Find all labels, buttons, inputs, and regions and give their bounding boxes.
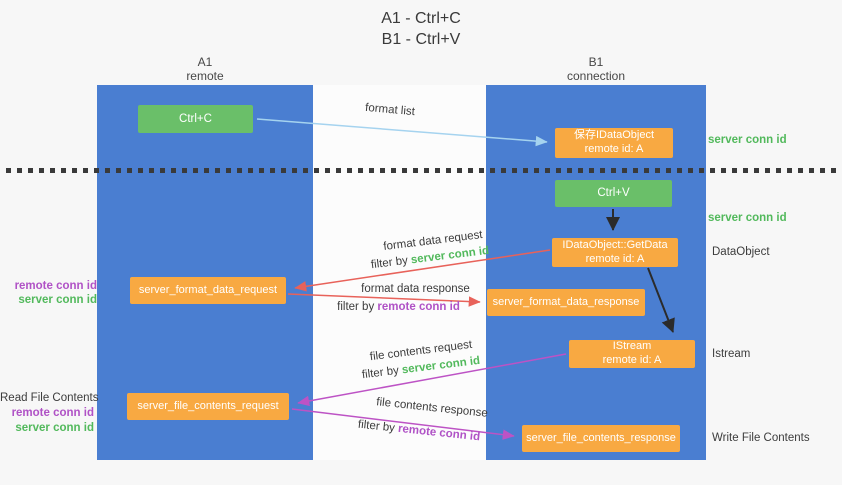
server-format-data-response-label: server_format_data_response	[492, 295, 640, 308]
ctrl-v-node: Ctrl+V	[555, 180, 672, 207]
write-file-contents-label: Write File Contents	[712, 432, 810, 444]
save-dataobject-line2: remote id: A	[584, 143, 644, 155]
format-data-response-label: format data response	[361, 283, 470, 295]
column-header-a1: A1 remote	[97, 55, 313, 84]
column-b1-subtitle: connection	[566, 69, 626, 84]
istream-side-label: Istream	[712, 348, 751, 360]
ctrl-v-label: Ctrl+V	[597, 187, 630, 200]
format-data-response-filter-label: filter by remote conn id	[336, 301, 461, 313]
istream-line1: IStream	[612, 340, 652, 353]
save-dataobject-node: 保存IDataObject remote id: A	[555, 128, 673, 158]
dataobject-side-label: DataObject	[712, 246, 770, 258]
getdata-line2: remote id: A	[585, 252, 645, 265]
getdata-line1: IDataObject::GetData	[562, 238, 668, 251]
filter-by-text: filter by	[337, 301, 375, 313]
ctrl-c-label: Ctrl+C	[179, 112, 212, 125]
diagram-title: A1 - Ctrl+C B1 - Ctrl+V	[0, 9, 842, 51]
remote-conn-id-inline: remote conn id	[377, 301, 460, 313]
server-file-contents-request-label: server_file_contents_request	[137, 399, 279, 412]
server-file-contents-response-node: server_file_contents_response	[522, 425, 680, 452]
server-format-data-request-node: server_format_data_request	[130, 277, 286, 304]
istream-line2: remote id: A	[602, 354, 662, 366]
server-conn-id-label-ctrlv: server conn id	[708, 212, 787, 224]
getdata-node: IDataObject::GetData remote id: A	[552, 238, 678, 267]
phase-separator-dotted-line	[6, 168, 836, 173]
title-line-2: B1 - Ctrl+V	[381, 30, 461, 48]
read-file-contents-label: Read File Contents	[0, 392, 99, 404]
server-format-data-request-label: server_format_data_request	[138, 283, 278, 296]
server-conn-id-label-top: server conn id	[708, 134, 787, 146]
remote-conn-id-label-format: remote conn id	[14, 280, 97, 292]
title-line-1: A1 - Ctrl+C	[381, 10, 461, 27]
column-a1-name: A1	[197, 55, 213, 69]
istream-node: IStream remote id: A	[569, 340, 695, 368]
ctrl-c-node: Ctrl+C	[138, 105, 253, 133]
server-file-contents-request-node: server_file_contents_request	[127, 393, 289, 420]
server-conn-id-label-file: server conn id	[15, 421, 94, 434]
column-b1-name: B1	[588, 55, 604, 69]
save-dataobject-line1: 保存IDataObject	[573, 129, 655, 142]
column-a1-subtitle: remote	[186, 69, 224, 84]
server-format-data-response-node: server_format_data_response	[487, 289, 645, 316]
format-request-conn-ids: remote conn id server conn id	[0, 279, 97, 308]
server-conn-id-label-format: server conn id	[18, 294, 97, 307]
remote-conn-id-label-file: remote conn id	[11, 406, 94, 419]
column-header-b1: B1 connection	[486, 55, 706, 84]
server-file-contents-response-label: server_file_contents_response	[526, 431, 676, 444]
file-request-side-labels: Read File Contents remote conn id server…	[0, 391, 99, 436]
